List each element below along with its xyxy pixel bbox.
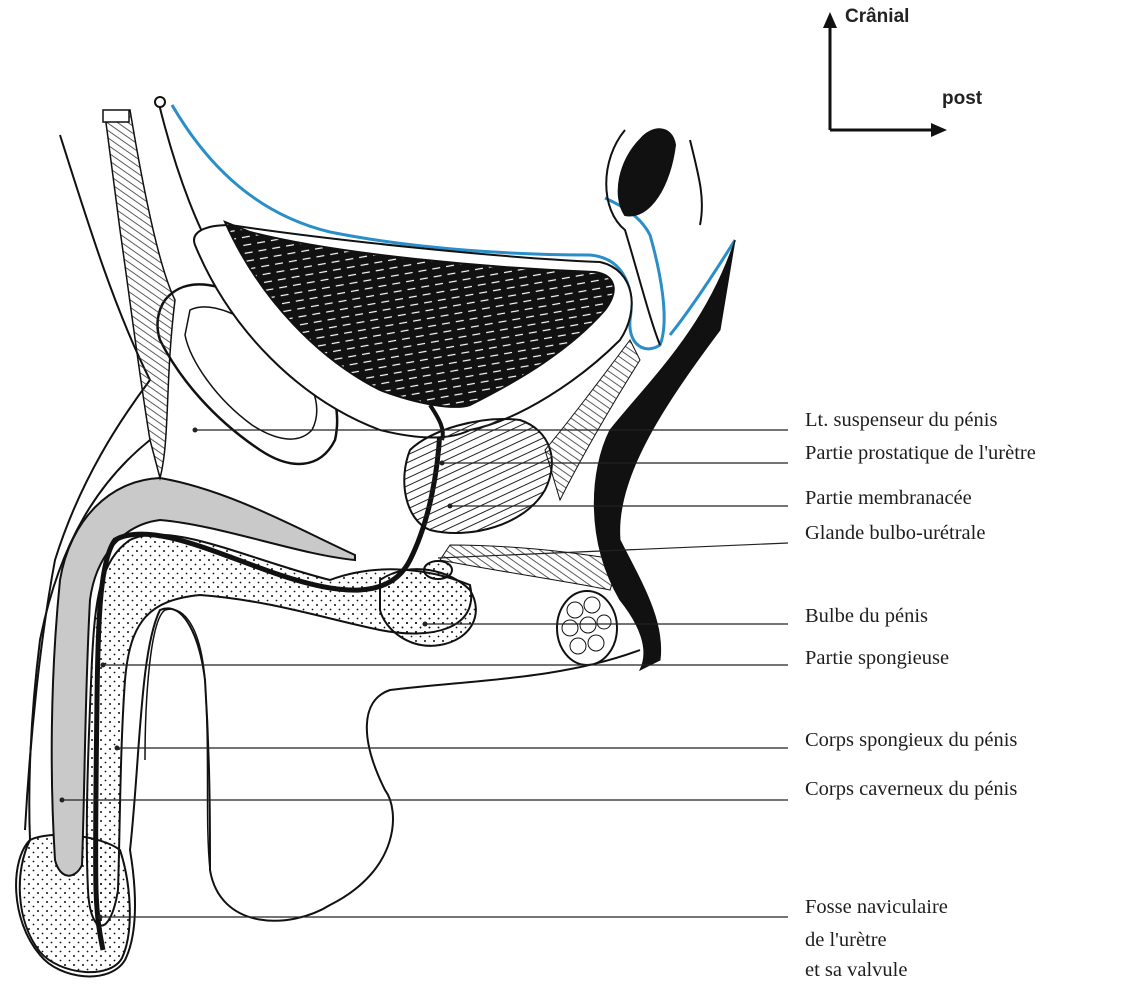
label-partie-membranacee: Partie membranacée xyxy=(805,486,972,510)
rectum-lumen xyxy=(619,129,675,215)
glande-bulbo-uretrale xyxy=(424,561,452,579)
label-fosse-line1: Fosse naviculaire xyxy=(805,895,948,919)
label-fosse-line3: et sa valvule xyxy=(805,958,907,982)
label-partie-prostatique: Partie prostatique de l'urètre xyxy=(805,441,1036,465)
label-corps-caverneux: Corps caverneux du pénis xyxy=(805,777,1017,801)
ligament-stub xyxy=(103,110,129,122)
urachus-end xyxy=(155,97,165,107)
suspensory-ligament xyxy=(105,110,175,478)
cranial-label: Crânial xyxy=(845,6,909,28)
label-partie-spongieuse: Partie spongieuse xyxy=(805,646,949,670)
label-glande-bulbo: Glande bulbo-urétrale xyxy=(805,521,985,545)
posterior-label: post xyxy=(942,88,982,110)
label-corps-spongieux: Corps spongieux du pénis xyxy=(805,728,1017,752)
bulbe-penis xyxy=(380,569,476,646)
orientation-arrows xyxy=(823,12,947,137)
label-bulbe-penis: Bulbe du pénis xyxy=(805,604,928,628)
scrotum-outline xyxy=(145,609,210,870)
label-fosse-line2: de l'urètre xyxy=(805,928,887,952)
label-lt-suspenseur: Lt. suspenseur du pénis xyxy=(805,408,997,432)
